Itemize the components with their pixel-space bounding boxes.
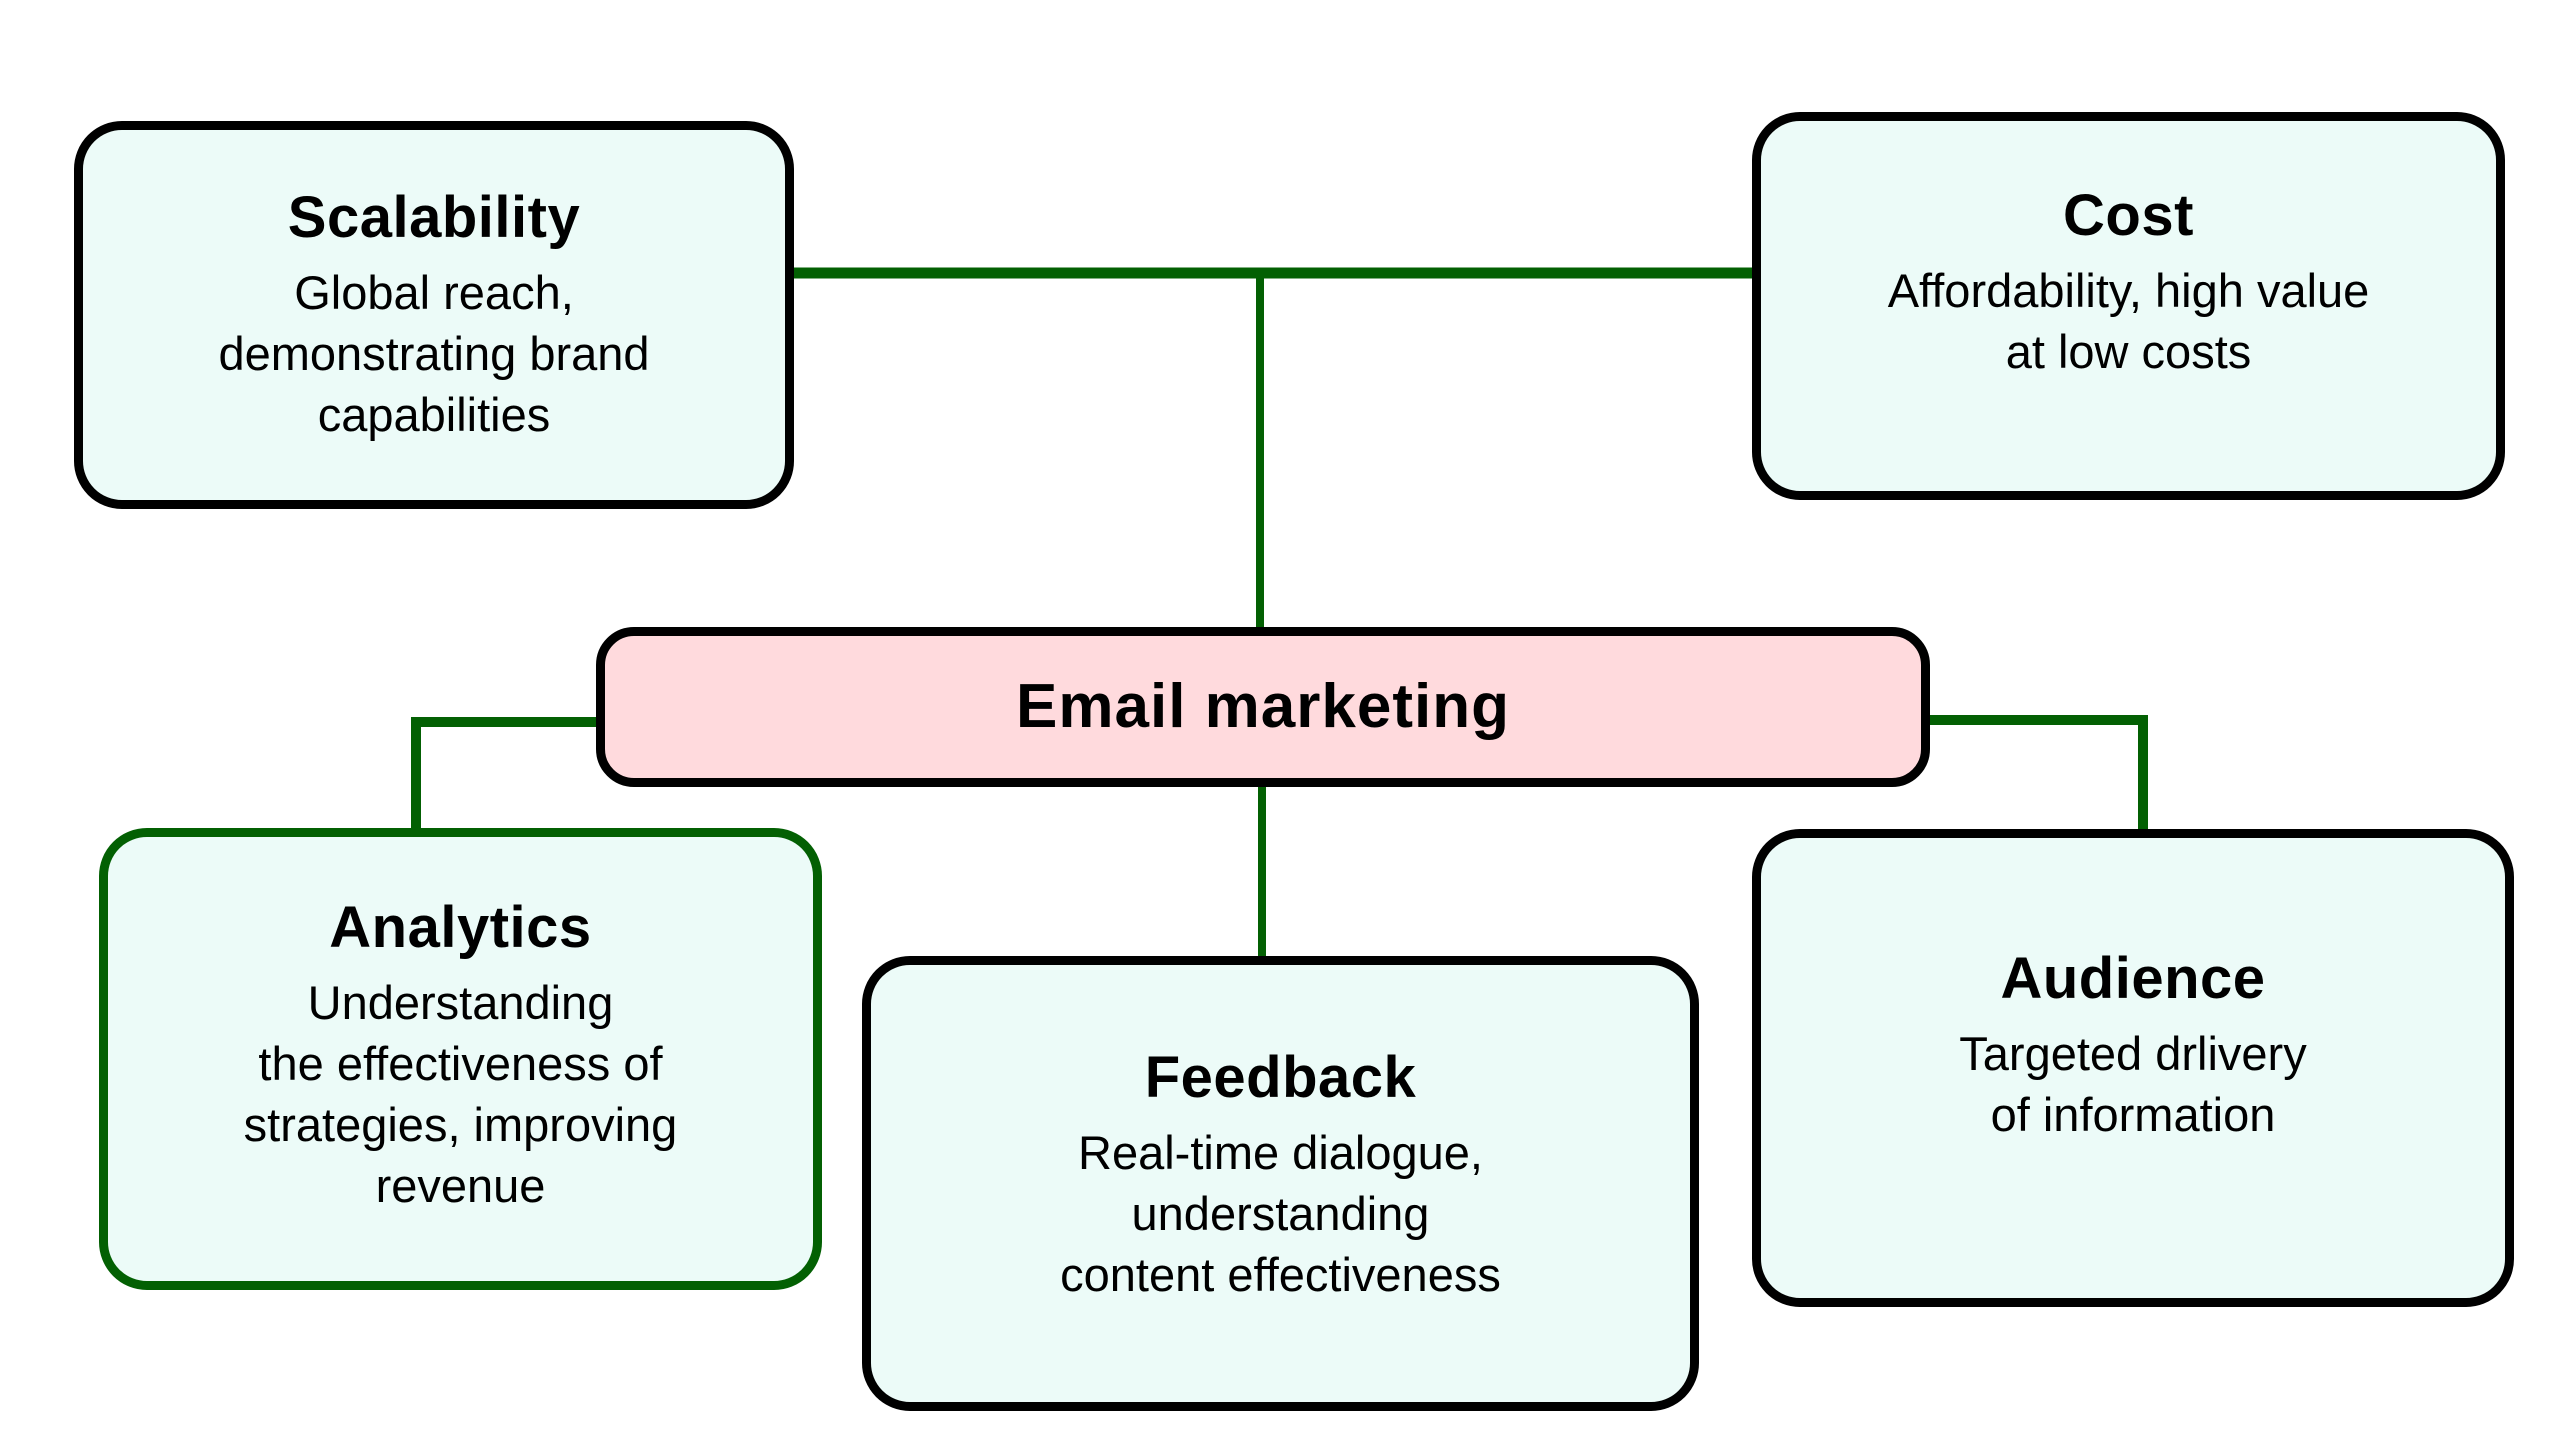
node-title: Audience	[2000, 946, 2266, 1011]
node-description: Understanding the effectiveness of strat…	[243, 975, 678, 1212]
node-title: Analytics	[329, 895, 592, 960]
node-title: Scalability	[287, 185, 581, 250]
node-email-marketing: Email marketing	[596, 627, 1930, 787]
connector-email-analytics	[411, 717, 600, 832]
node-description: Real-time dialogue, understanding conten…	[1060, 1125, 1501, 1301]
node-description: Global reach, demonstrating brand capabi…	[218, 265, 650, 441]
node-title: Feedback	[1144, 1045, 1417, 1110]
node-cost: Cost Affordability, high value at low co…	[1752, 112, 2505, 500]
center-title: Email marketing	[1016, 672, 1510, 742]
node-analytics: Analytics Understanding the effectivenes…	[99, 828, 822, 1290]
node-feedback: Feedback Real-time dialogue, understandi…	[862, 956, 1699, 1411]
node-description: Affordability, high value at low costs	[1887, 263, 2370, 378]
node-title: Cost	[2063, 183, 2194, 248]
node-description: Targeted drlivery of information	[1959, 1026, 2307, 1141]
node-audience: Audience Targeted drlivery of informatio…	[1752, 829, 2514, 1307]
connector-email-audience	[1926, 715, 2148, 833]
node-scalability: Scalability Global reach, demonstrating …	[74, 121, 794, 509]
